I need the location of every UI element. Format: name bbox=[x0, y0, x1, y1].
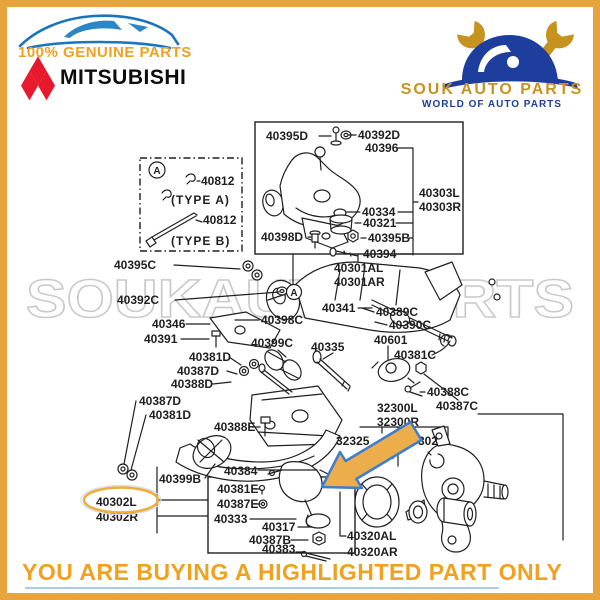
car-window-shape bbox=[64, 20, 122, 38]
part-label-40301ar: 40301AR bbox=[334, 275, 385, 289]
mitsubishi-logo-icon bbox=[21, 56, 55, 101]
part-label-40334: 40334 bbox=[362, 205, 396, 219]
upper-control-arm-drawing bbox=[262, 126, 361, 257]
part-label-40395d: 40395D bbox=[266, 129, 308, 143]
part-label-40391: 40391 bbox=[144, 332, 178, 346]
part-label-40320al: 40320AL bbox=[347, 529, 396, 543]
part-label-40387d-2: 40387D bbox=[139, 394, 181, 408]
part-label-40812-a: 40812 bbox=[201, 174, 235, 188]
part-label-40388e: 40388E bbox=[214, 420, 255, 434]
part-label-32300l: 32300L bbox=[377, 401, 418, 415]
upper-arm-bracket-drawing bbox=[265, 261, 501, 333]
part-label-40812-b: 40812 bbox=[203, 213, 237, 227]
type-b-label: (TYPE B) bbox=[171, 234, 230, 248]
type-a-b-clips-drawing bbox=[145, 173, 198, 248]
souk-auto-parts-logo-icon bbox=[443, 20, 578, 89]
part-label-fragment-302: 302 bbox=[418, 434, 438, 448]
part-label-40383: 40383 bbox=[262, 542, 296, 556]
part-label-40381e: 40381E bbox=[217, 482, 258, 496]
part-label-40399c: 40399C bbox=[251, 336, 293, 350]
part-label-40392d: 40392D bbox=[358, 128, 400, 142]
part-label-40388c: 40388C bbox=[427, 385, 469, 399]
part-label-40303r: 40303R bbox=[419, 200, 461, 214]
part-label-40390c: 40390C bbox=[389, 318, 431, 332]
part-labels: 40395D 40392D 40396 40334 40321 40398D 4… bbox=[96, 128, 478, 559]
part-label-40381d-2: 40381D bbox=[149, 408, 191, 422]
highlight-ellipse bbox=[82, 486, 160, 514]
strut-bar-drawing bbox=[371, 299, 457, 347]
part-label-40387b: 40387B bbox=[249, 533, 291, 547]
part-label-40387c: 40387C bbox=[436, 399, 478, 413]
part-label-40302l-highlighted: 40302L bbox=[96, 495, 137, 509]
part-label-40387e: 40387E bbox=[217, 497, 258, 511]
marker-a-circle-inset bbox=[148, 161, 166, 179]
mitsubishi-brand-text: MITSUBISHI bbox=[60, 66, 187, 89]
part-label-40392c: 40392C bbox=[117, 293, 159, 307]
genuine-parts-text: 100% GENUINE PARTS bbox=[18, 44, 192, 61]
part-label-40394: 40394 bbox=[363, 247, 397, 261]
part-label-40301al: 40301AL bbox=[334, 261, 383, 275]
marker-a-inset: A bbox=[153, 166, 160, 177]
store-tagline-text: WORLD OF AUTO PARTS bbox=[422, 99, 562, 110]
part-label-40387d: 40387D bbox=[177, 364, 219, 378]
part-label-40303l: 40303L bbox=[419, 186, 460, 200]
part-label-40341: 40341 bbox=[322, 301, 356, 315]
part-label-40396: 40396 bbox=[365, 141, 399, 155]
part-label-40389c: 40389C bbox=[376, 305, 418, 319]
store-name-text: SOUK AUTO PARTS bbox=[400, 81, 584, 98]
footer-notice: YOU ARE BUYING A HIGHLIGHTED PART ONLY bbox=[22, 559, 563, 585]
part-label-40346: 40346 bbox=[152, 317, 186, 331]
leader-lines bbox=[123, 134, 459, 553]
part-label-40601: 40601 bbox=[374, 333, 408, 347]
souk-car-icon bbox=[443, 35, 578, 89]
part-label-32325: 32325 bbox=[336, 434, 370, 448]
part-label-40398d: 40398D bbox=[261, 230, 303, 244]
part-label-40333: 40333 bbox=[214, 512, 248, 526]
footer-underline bbox=[25, 587, 499, 589]
part-label-40321: 40321 bbox=[363, 216, 397, 230]
part-label-40335: 40335 bbox=[311, 340, 345, 354]
part-label-40395c: 40395C bbox=[114, 258, 156, 272]
marker-a-circle-main bbox=[285, 283, 303, 301]
part-label-40398c: 40398C bbox=[261, 313, 303, 327]
mid-small-parts-drawing bbox=[209, 260, 453, 397]
highlight-ellipse-outer bbox=[80, 484, 162, 516]
highlight-arrow-icon bbox=[320, 420, 423, 490]
car-rear-window-shape bbox=[128, 23, 148, 32]
car-silhouette-icon bbox=[18, 14, 180, 50]
part-label-40399b: 40399B bbox=[159, 472, 201, 486]
part-label-40384: 40384 bbox=[224, 464, 258, 478]
part-label-40381c: 40381C bbox=[394, 348, 436, 362]
part-label-40317: 40317 bbox=[262, 520, 296, 534]
diagram-boxes bbox=[139, 121, 564, 554]
marker-a-main: A bbox=[290, 288, 297, 299]
part-label-40395b: 40395B bbox=[368, 231, 410, 245]
type-a-label: (TYPE A) bbox=[171, 193, 230, 207]
part-label-40381d: 40381D bbox=[189, 350, 231, 364]
part-label-40320ar: 40320AR bbox=[347, 545, 398, 559]
seal-bushing-drawing bbox=[354, 476, 477, 528]
part-label-40388d: 40388D bbox=[171, 377, 213, 391]
